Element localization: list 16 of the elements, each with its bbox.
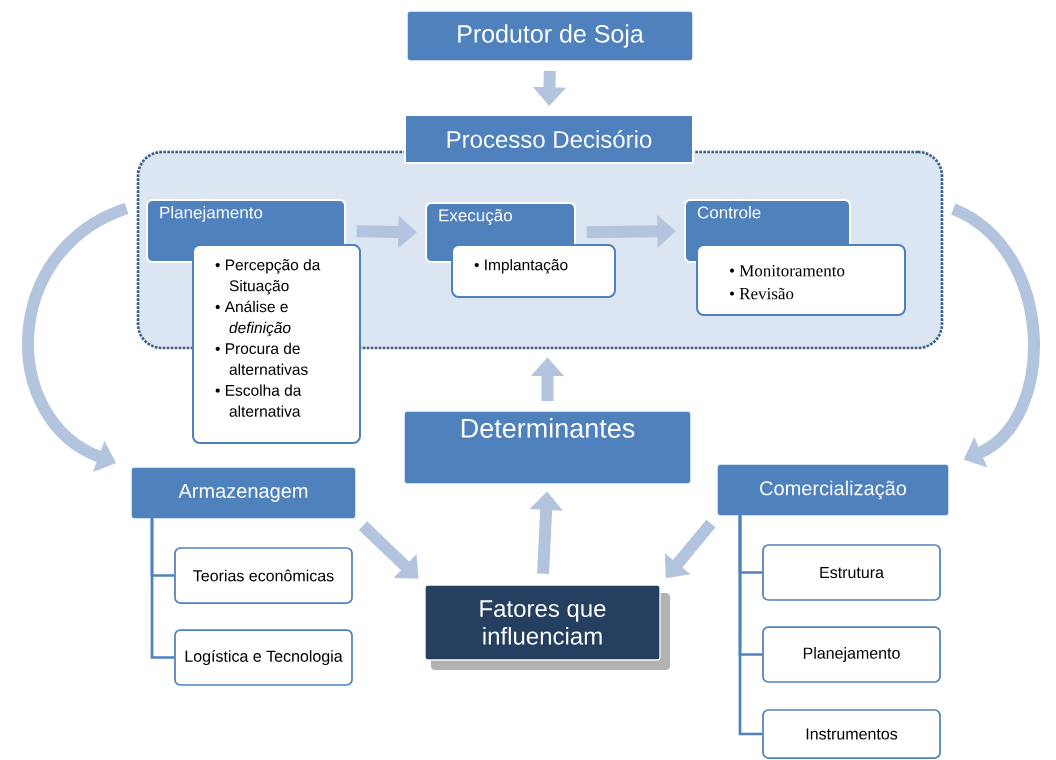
arrow bbox=[950, 203, 1040, 468]
category-box: Armazenagem bbox=[131, 467, 356, 519]
bullet-list-box: • Implantação bbox=[451, 244, 616, 298]
bullet-list-box: • Monitoramento • Revisão bbox=[696, 244, 906, 316]
category-box: Comercialização bbox=[717, 464, 949, 516]
item-box: Teorias econômicas bbox=[174, 547, 353, 604]
heading-box: Determinantes bbox=[404, 411, 691, 484]
node-label: Processo Decisório bbox=[447, 130, 652, 148]
bullet-list-box: • Percepção da Situação • Análise e definição • Procura de alternativas • Escolha da alternativa bbox=[192, 244, 361, 444]
title-box: Produtor de Soja bbox=[407, 11, 693, 61]
item-box: Logística e Tecnologia bbox=[174, 629, 353, 686]
item-box: Instrumentos bbox=[762, 709, 941, 759]
factor-box: Fatores que influenciam bbox=[424, 584, 670, 670]
arrow bbox=[358, 521, 419, 579]
item-box: Estrutura bbox=[762, 544, 941, 601]
item-box: Planejamento bbox=[762, 626, 941, 683]
